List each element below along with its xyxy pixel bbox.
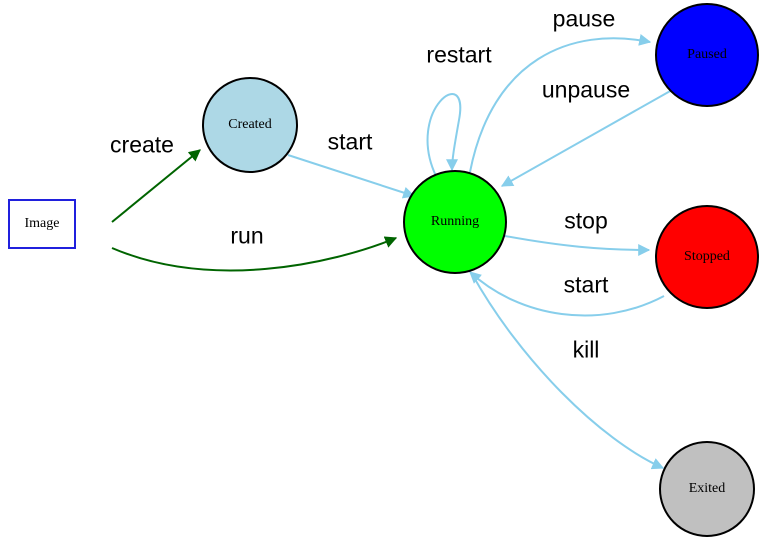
edge-path-unpause <box>500 89 673 187</box>
edge-path-restart <box>426 93 462 177</box>
node-stopped-label: Stopped <box>684 249 730 264</box>
edge-label-stop: stop <box>564 207 608 234</box>
edge-label-unpause: unpause <box>541 76 631 103</box>
edge-label-create: create <box>110 131 174 158</box>
node-paused[interactable]: Paused <box>655 3 759 107</box>
edge-path-create <box>111 149 201 223</box>
node-exited-label: Exited <box>688 481 726 496</box>
edge-label-start: start <box>327 128 373 155</box>
edge-path-stop <box>504 235 651 256</box>
edge-path-start-back <box>469 271 665 317</box>
edge-path-kill <box>471 273 665 470</box>
edge-label-run: run <box>230 222 264 249</box>
node-created[interactable]: Created <box>202 77 298 173</box>
edge-label-kill: kill <box>572 336 600 363</box>
edge-label-pause: pause <box>552 5 616 32</box>
edge-path-pause <box>469 34 652 173</box>
node-stopped[interactable]: Stopped <box>655 205 759 309</box>
node-exited[interactable]: Exited <box>659 441 755 537</box>
node-image[interactable]: Image <box>8 199 76 249</box>
node-paused-label: Paused <box>687 47 727 62</box>
node-created-label: Created <box>228 117 272 132</box>
edge-label-start-back: start <box>563 271 609 298</box>
edge-path-run <box>111 236 398 272</box>
node-running[interactable]: Running <box>403 170 507 274</box>
node-image-label: Image <box>24 216 60 231</box>
edge-path-start <box>287 154 416 199</box>
edge-label-restart: restart <box>426 41 492 68</box>
node-running-label: Running <box>430 214 480 229</box>
